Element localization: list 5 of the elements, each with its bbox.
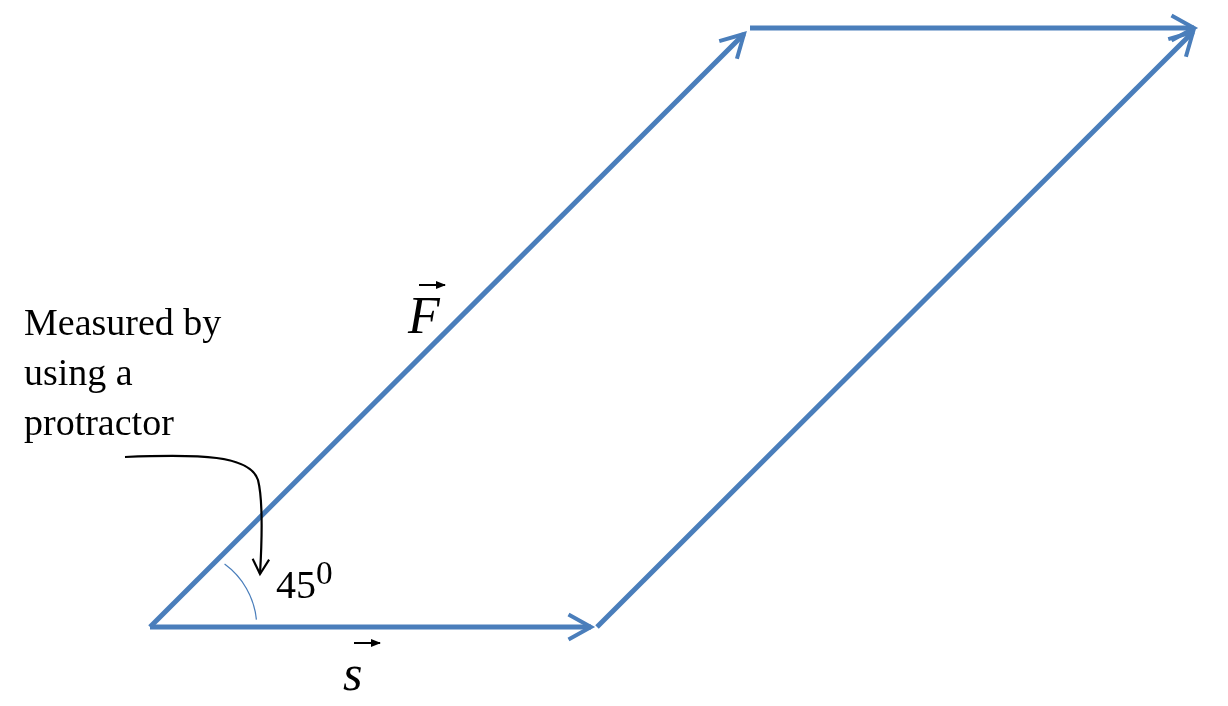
angle-label: 45$^{0}$ [276,556,333,606]
vector-label: s [343,648,363,698]
vector-label: F [408,290,440,342]
note-text: Measured by using a protractor [24,300,223,445]
leader-line [124,454,271,576]
